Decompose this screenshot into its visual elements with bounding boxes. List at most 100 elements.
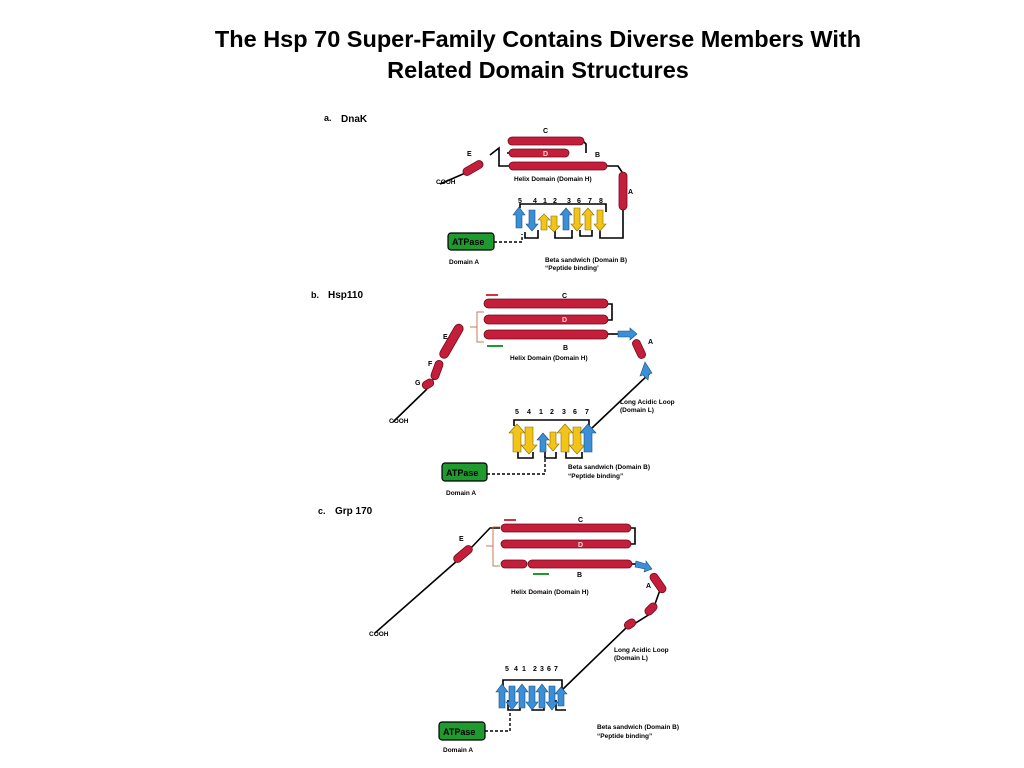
atpase-box bbox=[441, 462, 488, 482]
strand-label-3: 3 bbox=[567, 198, 571, 205]
helix-a-segment-2 bbox=[644, 602, 658, 616]
linker-strand-1 bbox=[617, 327, 638, 341]
strand-label-1: 1 bbox=[539, 409, 543, 416]
helix-a-label: A bbox=[646, 583, 651, 590]
strand-label-1: 1 bbox=[543, 198, 547, 205]
beta-bottom-loops bbox=[517, 450, 583, 459]
helix-bracket bbox=[486, 526, 500, 567]
helix-e bbox=[453, 545, 473, 563]
long-acidic-loop bbox=[591, 372, 651, 429]
beta-strands-c bbox=[495, 683, 568, 711]
beta-top-loop bbox=[513, 419, 590, 426]
panel-a-name: DnaK bbox=[341, 114, 368, 125]
atpase-box bbox=[438, 721, 486, 741]
strand-5 bbox=[512, 206, 526, 229]
beta-bottom-loops bbox=[524, 230, 593, 239]
strand-label-2: 2 bbox=[550, 409, 554, 416]
strand-5 bbox=[508, 423, 526, 453]
long-acidic-loop-label: Long Acidic Loop bbox=[614, 647, 669, 654]
domain-a-label: Domain A bbox=[446, 490, 476, 497]
strand-label-6: 6 bbox=[577, 198, 581, 205]
helix-a bbox=[649, 572, 667, 594]
strand-label-5: 5 bbox=[505, 666, 509, 673]
strand-label-2: 2 bbox=[533, 666, 537, 673]
helix-a bbox=[632, 339, 646, 359]
domain-l-label: (Domain L) bbox=[620, 407, 654, 414]
red-marker bbox=[504, 519, 516, 521]
red-marker bbox=[486, 294, 498, 296]
helix-bracket bbox=[470, 311, 484, 343]
strand-2 bbox=[547, 215, 561, 233]
panel-a-dnak: a. DnaK C D E B A COOH Helix Domain (Dom… bbox=[324, 113, 633, 272]
linker-strand-1 bbox=[634, 560, 653, 573]
helix-c-label: C bbox=[543, 128, 548, 135]
strand-label-4: 4 bbox=[514, 666, 518, 673]
helix-e-label: E bbox=[459, 536, 464, 543]
strand-7 bbox=[554, 686, 568, 707]
helix-c-label: C bbox=[562, 293, 567, 300]
beta-sandwich-label: Beta sandwich (Domain B) bbox=[597, 724, 679, 731]
helix-f-label: F bbox=[428, 361, 433, 368]
strand-2 bbox=[546, 431, 560, 452]
strand-3 bbox=[556, 423, 574, 453]
cooh-label: COOH bbox=[436, 179, 456, 186]
strand-7 bbox=[581, 207, 595, 231]
atpase-link bbox=[487, 456, 546, 475]
strand-label-7: 7 bbox=[554, 666, 558, 673]
strand-4 bbox=[525, 209, 539, 232]
atpase-label: ATPase bbox=[443, 727, 475, 737]
b-to-a-connector bbox=[605, 165, 623, 173]
beta-strands-a bbox=[512, 206, 607, 233]
helix-domain-label: Helix Domain (Domain H) bbox=[514, 176, 592, 183]
helix-a-segment-3 bbox=[623, 618, 637, 630]
e-to-b-connector bbox=[489, 146, 510, 167]
panel-a-letter: a. bbox=[324, 113, 332, 123]
strand-7 bbox=[579, 423, 597, 453]
helix-f bbox=[430, 359, 444, 381]
beta-top-loop bbox=[519, 203, 607, 212]
panel-b-letter: b. bbox=[311, 290, 319, 300]
strand-label-8: 8 bbox=[599, 198, 603, 205]
helix-d bbox=[508, 148, 570, 158]
helix-d bbox=[483, 314, 609, 325]
helix-b-short bbox=[500, 559, 528, 569]
domain-a-label: Domain A bbox=[449, 259, 479, 266]
strand-6 bbox=[545, 685, 559, 711]
strand-3 bbox=[535, 683, 549, 709]
helix-c bbox=[507, 136, 585, 146]
beta-sandwich-label: Beta sandwich (Domain B) bbox=[545, 257, 627, 264]
helix-c bbox=[483, 298, 609, 309]
strand-1 bbox=[537, 213, 551, 231]
helix-d bbox=[500, 539, 632, 549]
strand-label-4: 4 bbox=[527, 409, 531, 416]
strand-label-5: 5 bbox=[515, 409, 519, 416]
c-to-d-connector bbox=[630, 527, 636, 545]
strand-5 bbox=[495, 683, 509, 709]
atpase-label: ATPase bbox=[446, 468, 478, 478]
helix-a-label: A bbox=[648, 339, 653, 346]
helix-a bbox=[618, 171, 628, 211]
green-marker bbox=[487, 345, 503, 347]
title-line-1: The Hsp 70 Super-Family Contains Diverse… bbox=[214, 26, 862, 52]
domain-a-label: Domain A bbox=[443, 747, 473, 754]
strand-label-2: 2 bbox=[553, 198, 557, 205]
strand-3 bbox=[559, 207, 573, 231]
panel-c-name: Grp 170 bbox=[335, 506, 373, 517]
strand-label-5: 5 bbox=[518, 198, 522, 205]
panel-c-grp170: c. Grp 170 C D E B A COOH Helix Domain (… bbox=[318, 506, 679, 754]
strand-label-6: 6 bbox=[547, 666, 551, 673]
a-to-beta-connector bbox=[599, 208, 624, 239]
beta-sandwich-label: Beta sandwich (Domain B) bbox=[568, 464, 650, 471]
title-line-2: Related Domain Structures bbox=[387, 57, 689, 83]
helix-domain-label: Helix Domain (Domain H) bbox=[511, 589, 589, 596]
helix-domain-label: Helix Domain (Domain H) bbox=[510, 355, 588, 362]
strand-label-3: 3 bbox=[562, 409, 566, 416]
panel-c-letter: c. bbox=[318, 506, 326, 516]
helix-d-label: D bbox=[562, 317, 567, 324]
cooh-tail bbox=[374, 559, 459, 634]
helix-g-label: G bbox=[415, 380, 421, 387]
long-acidic-loop bbox=[561, 589, 661, 691]
helix-b bbox=[508, 161, 608, 171]
beta-strands-b bbox=[508, 423, 597, 455]
